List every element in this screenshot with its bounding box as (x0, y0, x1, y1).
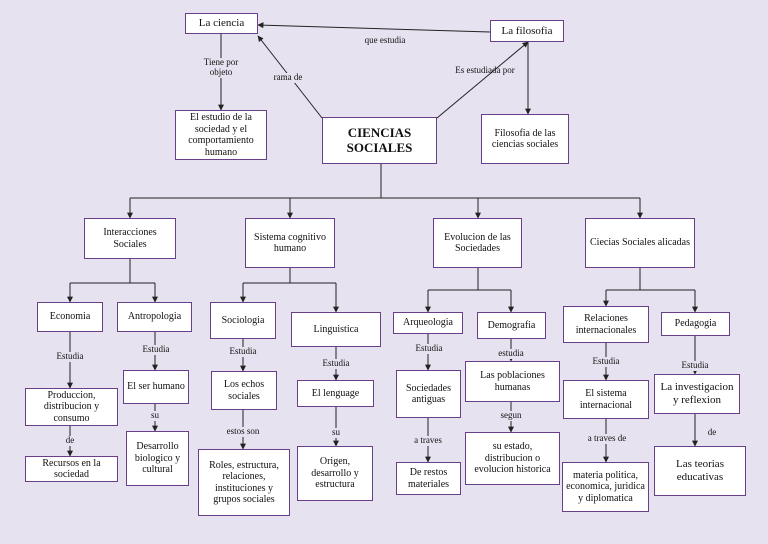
label-de-investigacion: de (702, 427, 722, 438)
label-segun: segun (494, 410, 528, 421)
label-estudia-linguistica: Estudia (316, 358, 356, 369)
node-sociedades-antiguas: Sociedades antiguas (396, 370, 461, 418)
label-tiene-por-objeto: Tiene por objeto (196, 57, 246, 78)
label-es-estudiada-por: Es estudiada por (455, 65, 515, 75)
label-rama-de: rama de (266, 72, 310, 83)
node-arqueologia: Arqueologia (393, 312, 463, 334)
node-la-ciencia: La ciencia (185, 13, 258, 34)
node-origen: Origen, desarrollo y estructura (297, 446, 373, 501)
node-ser-humano: El ser humano (123, 370, 189, 404)
node-antropologia: Antropologia (117, 302, 192, 332)
label-estudia-arqueologia: Estudia (409, 343, 449, 354)
node-relaciones-internacionales: Relaciones internacionales (563, 306, 649, 343)
label-estudia-sociologia: Estudia (223, 346, 263, 357)
node-la-filosofia: La filosofia (490, 20, 564, 42)
node-recursos: Recursos en la sociedad (25, 456, 118, 482)
node-sistema-cognitivo: Sistema cognitivo humano (245, 218, 335, 268)
label-estudia-antropologia: Estudia (136, 344, 176, 355)
node-filosofia-ciencias: Filosofia de las ciencias sociales (481, 114, 569, 164)
node-sistema-internacional: El sistema internacional (563, 380, 649, 419)
node-su-estado: su estado, distribucion o evolucion hist… (465, 432, 560, 485)
node-economia: Economia (37, 302, 103, 332)
label-su-lenguage: su (328, 427, 344, 438)
label-estudia-pedagogia: Estudia (675, 360, 715, 371)
node-poblaciones: Las poblaciones humanas (465, 361, 560, 402)
node-sociologia: Sociologia (210, 302, 276, 339)
label-que-estudia: que estudia (350, 35, 420, 46)
node-restos-materiales: De restos materiales (396, 462, 461, 495)
node-investigacion: La investigacion y reflexion (654, 374, 740, 414)
label-estudia-relaciones: Estudia (586, 356, 626, 367)
node-materia: materia politica, economica, juridica y … (562, 462, 649, 512)
node-estudio-sociedad: El estudio de la sociedad y el comportam… (175, 110, 267, 160)
node-ciencias-aplicadas: Ciecias Sociales alicadas (585, 218, 695, 268)
label-su-antropologia: su (147, 410, 163, 421)
node-evolucion-sociedades: Evolucion de las Sociedades (433, 218, 522, 268)
node-teorias-educativas: Las teorias educativas (654, 446, 746, 496)
label-a-traves-de: a traves de (579, 433, 635, 444)
node-produccion: Produccion, distribucion y consumo (25, 388, 118, 426)
node-linguistica: Linguistica (291, 312, 381, 347)
node-pedagogia: Pedagogia (661, 312, 730, 336)
label-estudia-economia: Estudia (50, 351, 90, 362)
label-estudia-demografia: estudia (491, 348, 531, 359)
node-demografia: Demografia (477, 312, 546, 339)
node-roles: Roles, estructura, relaciones, instituci… (198, 449, 290, 516)
node-ciencias-sociales: CIENCIAS SOCIALES (322, 117, 437, 164)
node-interacciones-sociales: Interacciones Sociales (84, 218, 176, 259)
node-echos-sociales: Los echos sociales (211, 371, 277, 410)
node-desarrollo: Desarrollo biologico y cultural (126, 431, 189, 486)
label-estos-son: estos son (218, 426, 268, 437)
node-lenguage: El lenguage (297, 380, 374, 407)
label-de-produccion: de (60, 435, 80, 446)
label-a-traves: a traves (406, 435, 450, 446)
